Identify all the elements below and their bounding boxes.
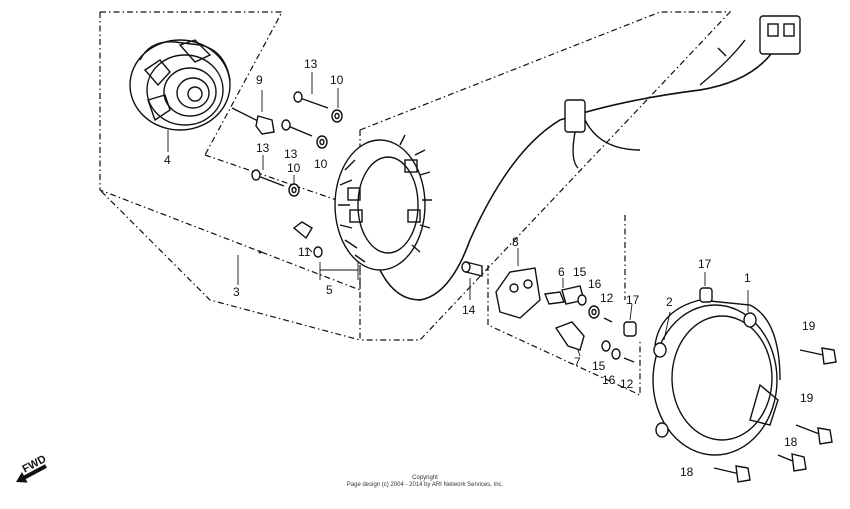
- screw-12-upper: [603, 317, 613, 323]
- bolt-14: [461, 261, 483, 300]
- callout-13-top: 13: [304, 57, 318, 71]
- washer-10-middle: [316, 135, 328, 149]
- callout-11: 11: [298, 245, 311, 259]
- bolt-13-lower: [251, 155, 285, 187]
- callout-18-right: 18: [784, 435, 798, 449]
- fwd-indicator: FWD: [16, 453, 48, 483]
- copyright-line-2: Page design (c) 2004 - 2014 by ARI Netwo…: [347, 482, 504, 488]
- screw-12-lower: [623, 357, 635, 363]
- callout-8: 8: [512, 235, 519, 249]
- callout-3: 3: [233, 285, 240, 299]
- callout-17-right: 17: [698, 257, 712, 271]
- bolt-19-lower: [795, 424, 833, 445]
- bolt-19-upper: [799, 347, 837, 365]
- callout-13-middle: 13: [284, 147, 298, 161]
- callout-9: 9: [256, 73, 263, 87]
- callout-10-middle: 10: [314, 157, 328, 171]
- dowel-17-right: [699, 272, 713, 303]
- callout-17-left: 17: [626, 293, 640, 307]
- washer-10-top: [331, 88, 343, 123]
- callout-1: 1: [744, 271, 751, 285]
- rotor-cover-part: [129, 39, 231, 152]
- wire-harness: [379, 15, 801, 301]
- bracket-7: [554, 321, 585, 357]
- regulator-part-8: [495, 248, 541, 319]
- bolt-18-right: [777, 453, 807, 472]
- callout-14: 14: [462, 303, 476, 317]
- callout-13-lower: 13: [256, 141, 270, 155]
- dowel-17-left: [623, 303, 637, 337]
- callout-19-upper: 19: [802, 319, 816, 333]
- callout-15-upper: 15: [573, 265, 587, 279]
- bolt-13-middle: [281, 119, 313, 137]
- callout-labels: 4 9 13 10 13 10 13 10 11 3 5 8 14 6 15 1…: [164, 57, 816, 479]
- callout-10-lower: 10: [287, 161, 301, 175]
- bolt-9: [231, 90, 275, 135]
- callout-18-lower: 18: [680, 465, 694, 479]
- stator-part: [334, 134, 432, 271]
- callout-16-upper: 16: [588, 277, 602, 291]
- callout-12-lower: 12: [620, 377, 634, 391]
- callout-10-top: 10: [330, 73, 344, 87]
- callout-19-lower: 19: [800, 391, 814, 405]
- callout-5: 5: [326, 283, 333, 297]
- callout-7: 7: [574, 355, 581, 369]
- bolt-18-lower: [713, 465, 751, 483]
- washer-15-upper: [577, 294, 587, 306]
- group-leaders: [237, 250, 359, 285]
- fwd-arrow-icon: [16, 464, 47, 483]
- clamp-11: [292, 221, 323, 258]
- alternator-cover-part: [652, 290, 781, 456]
- washer-15-lower: [601, 340, 611, 352]
- bolt-13-top: [293, 72, 329, 109]
- callout-16-lower: 16: [602, 373, 616, 387]
- callout-2: 2: [666, 295, 673, 309]
- callout-12-upper: 12: [600, 291, 614, 305]
- callout-6: 6: [558, 265, 565, 279]
- copyright-line-1: Copyright: [412, 475, 438, 481]
- callout-4: 4: [164, 153, 171, 167]
- washer-10-lower: [288, 175, 300, 197]
- callout-15-lower: 15: [592, 359, 606, 373]
- washer-16-upper: [588, 305, 600, 319]
- washer-16-lower: [611, 348, 621, 360]
